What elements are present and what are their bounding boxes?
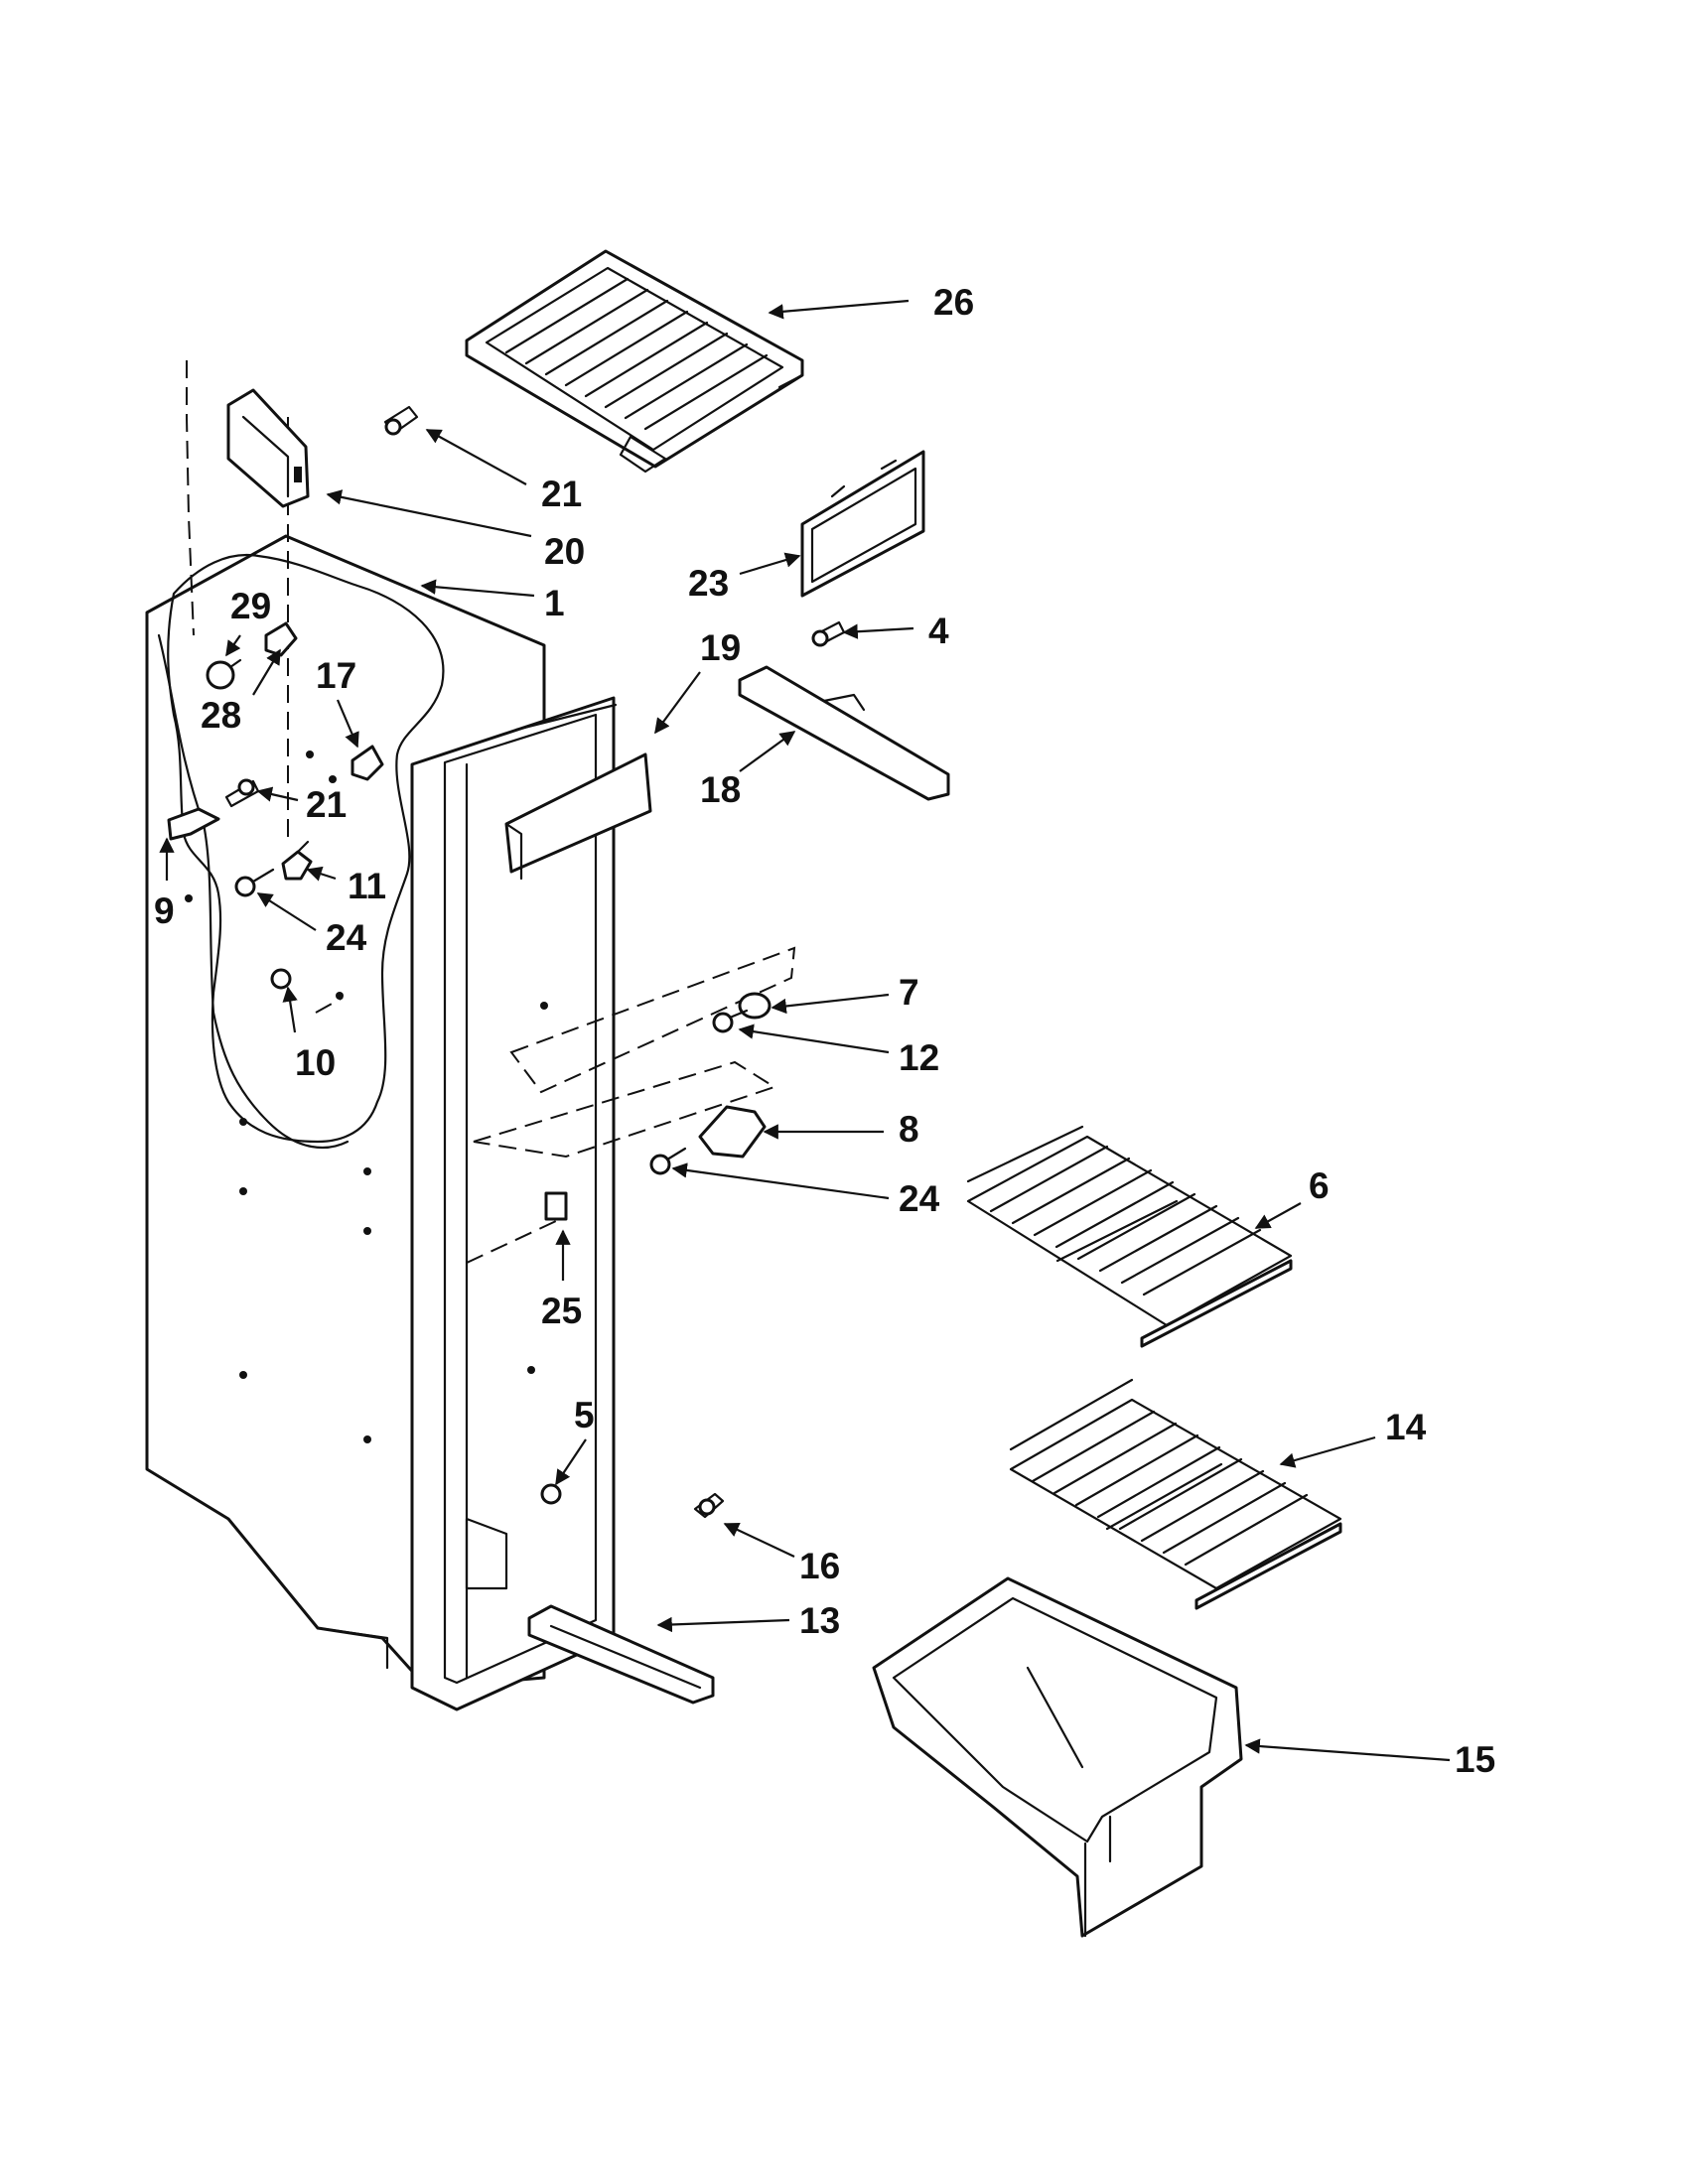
part-10-plug [270,968,292,990]
callout-21: 21 [541,474,582,514]
callout-13: 13 [799,1600,840,1641]
callout-29: 29 [230,586,271,626]
callout-6: 6 [1309,1165,1330,1206]
callout-14: 14 [1385,1407,1427,1447]
part-5-screw [540,1483,562,1505]
callout-12: 12 [899,1037,939,1078]
part-24-screw-side [234,868,275,897]
callout-20: 20 [544,531,585,572]
callout-23: 23 [688,563,729,604]
part-25-switch [544,1191,568,1221]
assembly-guide-lines [186,360,796,1264]
callout-26: 26 [933,282,974,323]
part-18-rail [738,665,950,801]
part-6-wire-shelf [966,1125,1293,1348]
part-4-screw [811,620,846,647]
callout-10: 10 [295,1042,336,1083]
callout-21-side: 21 [306,784,347,825]
callout-8: 8 [899,1109,919,1150]
part-26-shelf-grille [465,249,804,474]
part-29-light-bulb [206,658,242,690]
part-13-toe-grille [527,1604,715,1705]
part-11-thermostat [281,840,313,881]
callout-25: 25 [541,1291,582,1331]
part-28-socket [264,621,298,657]
callout-labels: 26 21 20 1 23 4 19 18 29 28 17 21 9 11 2… [154,282,1495,1780]
callout-28: 28 [201,695,241,736]
freezer-liner [145,534,618,1711]
callout-4: 4 [928,611,949,651]
callout-9: 9 [154,890,175,931]
part-23-panel [800,450,925,598]
part-14-wire-shelf [1009,1378,1342,1610]
callout-16: 16 [799,1546,840,1586]
part-8-support [698,1105,767,1159]
callout-11: 11 [348,866,386,906]
callout-7: 7 [899,972,919,1013]
part-19-strip [504,752,652,881]
callout-24: 24 [326,917,367,958]
part-12-screw [712,1009,749,1033]
callout-1: 1 [544,583,565,623]
part-7-bearing [738,992,772,1020]
leader-lines [159,299,1451,1762]
part-21-screw-top [383,405,419,436]
callout-15: 15 [1455,1739,1495,1780]
part-9-bracket [167,807,220,841]
callout-19: 19 [700,627,741,668]
callout-17: 17 [316,655,356,696]
part-16-screw [693,1492,725,1519]
callout-24-front: 24 [899,1178,940,1219]
part-24-screw-front [649,1147,687,1175]
callout-18: 18 [700,769,741,810]
part-20-light-housing [226,388,310,508]
part-15-bin [872,1576,1243,1938]
callout-5: 5 [574,1395,595,1435]
part-17-clip [351,745,384,781]
